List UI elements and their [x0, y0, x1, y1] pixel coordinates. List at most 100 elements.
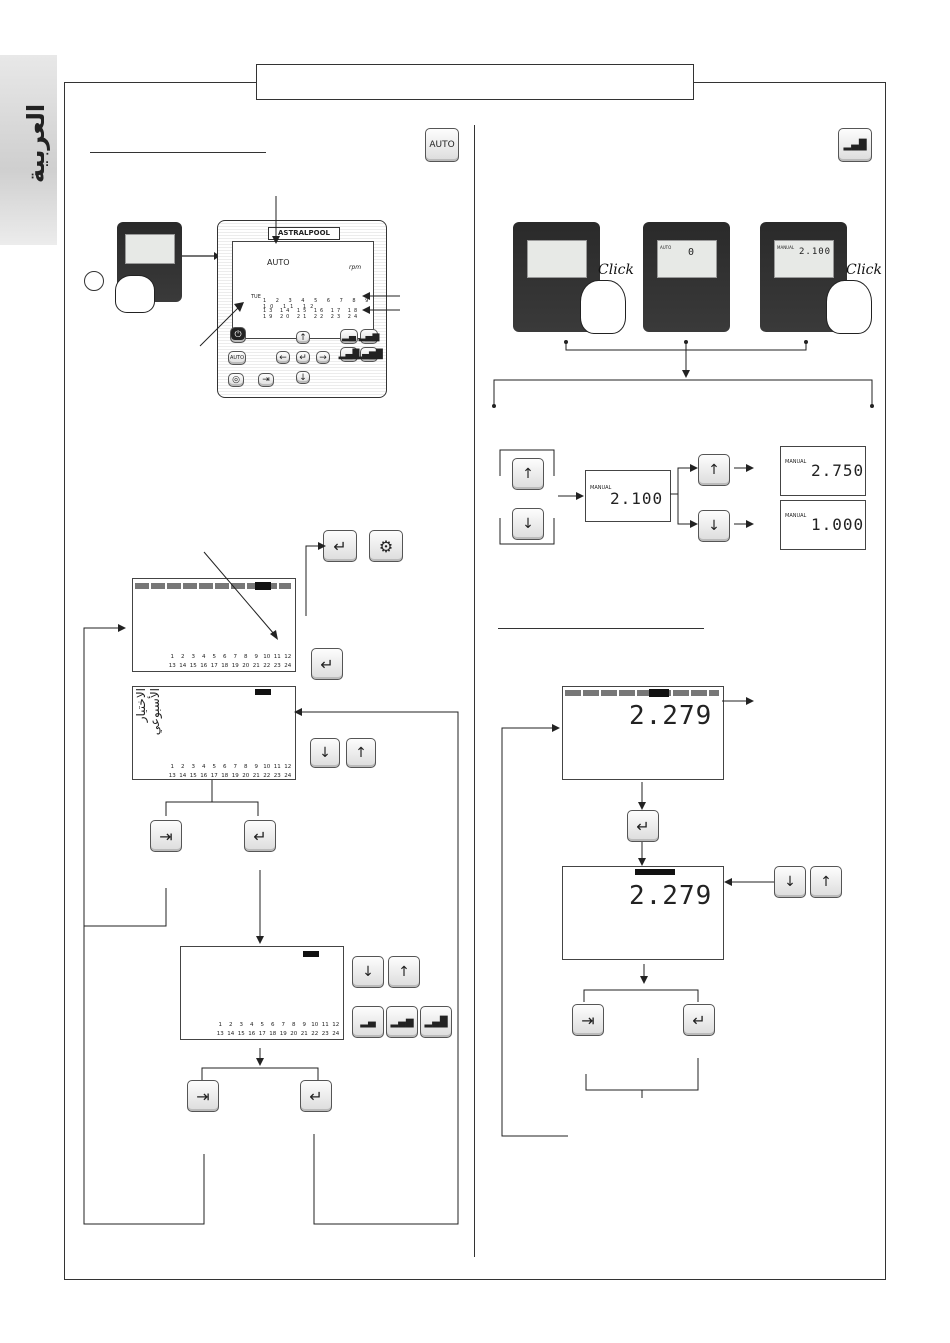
lcd-manual-center: MANUAL 2.100	[585, 470, 671, 522]
lcd-speed-1: 2.279	[562, 686, 724, 780]
lcd-value-up-mode: MANUAL	[785, 459, 807, 465]
auto-key-icon[interactable]: AUTO	[425, 128, 459, 162]
speed-2-button[interactable]: ▂▄▆	[359, 329, 379, 344]
section-heading-line	[90, 152, 266, 153]
settings-key-icon[interactable]: ⚙	[369, 530, 403, 562]
auto-button-label: AUTO	[229, 355, 245, 361]
flow-split-lower	[201, 1048, 319, 1080]
arrow-right-icon	[182, 252, 220, 260]
controller-lcd: AUTO rpm TUE 1 2 3 4 5 6 7 8 9 10 11 12 …	[232, 241, 374, 339]
enter-key-icon-6[interactable]: ↵	[683, 1004, 715, 1036]
flow-lines-left	[83, 624, 459, 1225]
device-2-mode: AUTO	[660, 245, 672, 250]
lcd-manual-label: MANUAL	[590, 485, 612, 491]
lcd-value-down: MANUAL 1.000	[780, 500, 866, 550]
flow-bracket-updown	[499, 449, 584, 545]
callout-arrows-right	[362, 292, 400, 314]
lcd-day-selected-2	[255, 689, 271, 695]
column-divider	[474, 125, 475, 1257]
auto-key-label: AUTO	[429, 140, 455, 150]
enter-key-icon[interactable]: ↵	[323, 530, 357, 562]
speed-2-key-icon[interactable]: ▂▄▆	[386, 1006, 418, 1038]
flow-down-speed	[638, 782, 646, 866]
arrow-right-speed	[722, 697, 754, 705]
language-tab: العربية	[0, 55, 57, 245]
lcd-day-bar	[135, 583, 291, 589]
lcd-hours-row1: 1 2 3 4 5 6 7 8 9 10 11 12	[263, 298, 373, 310]
callout-arrow-left	[199, 302, 244, 347]
callout-arrow-top	[272, 196, 280, 244]
nav-enter-button[interactable]: ↵	[296, 351, 310, 364]
up-key-icon-3[interactable]: ↑	[512, 458, 544, 490]
lcd-manual-value: 2.100	[610, 489, 664, 508]
speed-value-2: 2.279	[629, 881, 713, 911]
flow-lines-devices	[492, 340, 874, 408]
lcd-day: TUE	[251, 294, 261, 300]
exit-key-icon-2[interactable]: ⇥	[187, 1080, 219, 1112]
flow-split-values	[670, 464, 754, 528]
nav-up-button[interactable]: ↑	[296, 331, 310, 344]
device-3-value: 2.100	[799, 247, 832, 257]
callout-arrow-diagonal	[203, 551, 278, 640]
up-key-icon-2[interactable]: ↑	[388, 956, 420, 988]
speed-key-icon[interactable]: ▂▄█	[838, 128, 872, 162]
lcd-value-down-mode: MANUAL	[785, 513, 807, 519]
arrow-left-speed	[724, 878, 776, 886]
nav-down-button[interactable]: ↓	[296, 371, 310, 384]
flow-line-enter	[305, 542, 326, 616]
click-label-2: Click	[846, 262, 882, 278]
nav-right-button[interactable]: →	[316, 351, 330, 364]
lcd-speed-2: 2.279	[562, 866, 724, 960]
speed-1-button[interactable]: ▂▄	[340, 329, 358, 344]
nav-left-button[interactable]: ←	[276, 351, 290, 364]
brand-logo: ASTRALPOOL	[268, 227, 340, 240]
up-key-icon-5[interactable]: ↑	[810, 866, 842, 898]
speed-3-button[interactable]: ▂▄█	[339, 347, 359, 362]
speed-value-1: 2.279	[629, 701, 713, 731]
exit-key-icon-3[interactable]: ⇥	[572, 1004, 604, 1036]
lcd-speed-selected-2	[635, 869, 675, 875]
enter-key-icon-4[interactable]: ↵	[300, 1080, 332, 1112]
speed-3-key-icon[interactable]: ▂▄█	[420, 1006, 452, 1038]
lcd-mode: AUTO	[267, 258, 290, 267]
lcd-hours-row2: 13 14 15 16 17 18 19 20 21 22 23 24	[263, 308, 361, 320]
device-1-screen	[527, 240, 587, 278]
enter-key-icon-2[interactable]: ↵	[311, 648, 343, 680]
exit-button[interactable]: ⇥	[258, 373, 274, 387]
down-key-icon[interactable]: ↓	[310, 738, 340, 768]
lcd-speed-selected	[649, 689, 669, 697]
lcd-value-up-number: 2.750	[811, 461, 865, 480]
lcd-value-down-number: 1.000	[811, 515, 865, 534]
down-key-icon-2[interactable]: ↓	[352, 956, 384, 988]
up-key-icon[interactable]: ↑	[346, 738, 376, 768]
down-key-icon-5[interactable]: ↓	[774, 866, 806, 898]
hand-pointer-icon-1	[580, 280, 626, 334]
click-label-1: Click	[598, 262, 634, 278]
device-photo-2: AUTO 0	[643, 222, 730, 332]
device-3-mode: MANUAL	[777, 245, 795, 250]
lcd-value-up: MANUAL 2.750	[780, 446, 866, 496]
up-key-icon-4[interactable]: ↑	[698, 454, 730, 486]
enter-key-icon-5[interactable]: ↵	[627, 810, 659, 842]
power-button[interactable]: ⏻	[230, 327, 246, 343]
hand-pointer-icon	[115, 275, 155, 313]
speed-1-key-icon[interactable]: ▂▄	[352, 1006, 384, 1038]
small-device-screen	[125, 234, 175, 264]
enter-key-icon-3[interactable]: ↵	[244, 820, 276, 852]
speed-4-button[interactable]: ▂▄▆█	[355, 347, 383, 362]
device-2-screen: AUTO 0	[657, 240, 717, 278]
auto-button[interactable]: AUTO	[228, 351, 246, 365]
exit-key-icon[interactable]: ⇥	[150, 820, 182, 852]
controller-front: ASTRALPOOL AUTO rpm TUE 1 2 3 4 5 6 7 8 …	[217, 220, 387, 398]
settings-button[interactable]: ◎	[228, 373, 244, 387]
down-key-icon-3[interactable]: ↓	[512, 508, 544, 540]
down-key-icon-4[interactable]: ↓	[698, 510, 730, 542]
